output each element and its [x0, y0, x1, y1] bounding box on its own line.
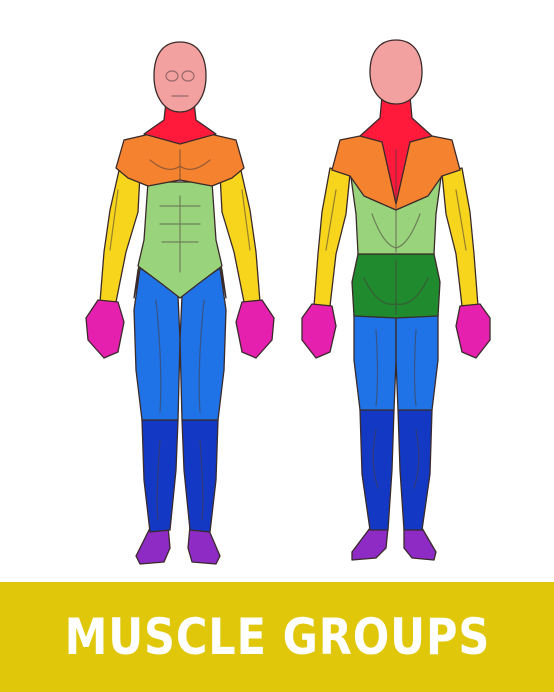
banner-title: MUSCLE GROUPS	[64, 608, 490, 666]
front-right-hand	[235, 299, 275, 359]
back-left-lower-leg	[359, 409, 395, 531]
front-left-hand	[85, 299, 125, 359]
back-right-upper-leg	[395, 313, 439, 411]
front-left-arm	[99, 165, 141, 303]
back-right-foot	[403, 527, 437, 561]
back-left-arm	[313, 167, 351, 307]
back-right-lower-leg	[397, 409, 433, 531]
back-left-foot	[351, 527, 389, 561]
back-right-hand	[455, 303, 491, 359]
anatomy-illustration	[85, 39, 491, 565]
front-right-lower-leg	[181, 419, 219, 533]
back-left-upper-leg	[353, 313, 397, 411]
back-right-arm	[441, 167, 479, 307]
front-head	[153, 41, 207, 113]
front-figure	[85, 41, 275, 565]
back-left-hand	[301, 303, 337, 359]
front-left-lower-leg	[141, 419, 179, 533]
front-right-arm	[219, 165, 261, 303]
title-banner: MUSCLE GROUPS	[0, 582, 554, 692]
back-head	[369, 39, 423, 105]
back-figure	[301, 39, 491, 561]
